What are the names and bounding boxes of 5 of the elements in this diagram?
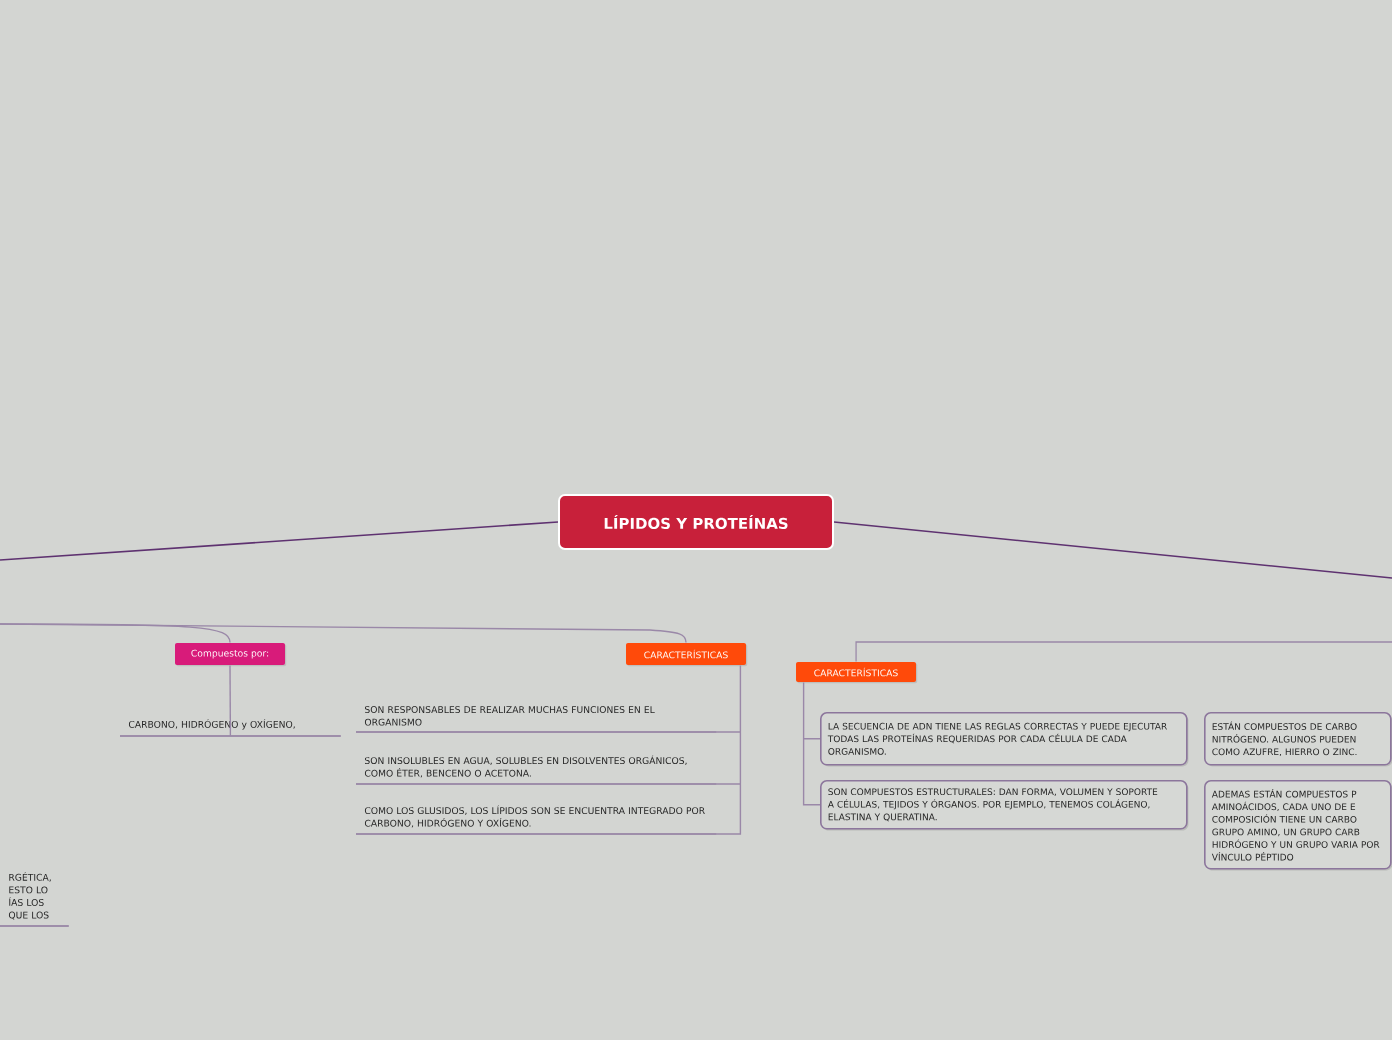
connector-line [855, 641, 1392, 663]
connector-line [0, 623, 687, 644]
connector-line [0, 521, 559, 561]
connector-line [229, 664, 232, 737]
connector-line [833, 521, 1392, 579]
